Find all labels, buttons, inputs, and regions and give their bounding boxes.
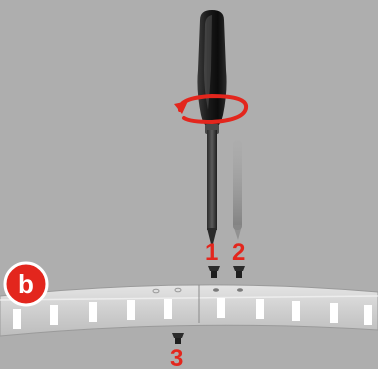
mounting-rail bbox=[0, 284, 378, 337]
badge: b bbox=[3, 261, 49, 307]
step-1-label: 1 bbox=[205, 239, 218, 266]
screw-icon bbox=[233, 266, 245, 278]
step-3-label: 3 bbox=[170, 345, 183, 369]
badge-letter: b bbox=[18, 269, 34, 299]
rotation-arrow-icon bbox=[174, 93, 249, 125]
screw-icon bbox=[172, 333, 184, 344]
screwdriver-icon bbox=[197, 10, 227, 244]
ghost-screwdriver-icon bbox=[233, 140, 242, 240]
screw-icon bbox=[208, 266, 220, 278]
step-2-label: 2 bbox=[232, 239, 245, 266]
